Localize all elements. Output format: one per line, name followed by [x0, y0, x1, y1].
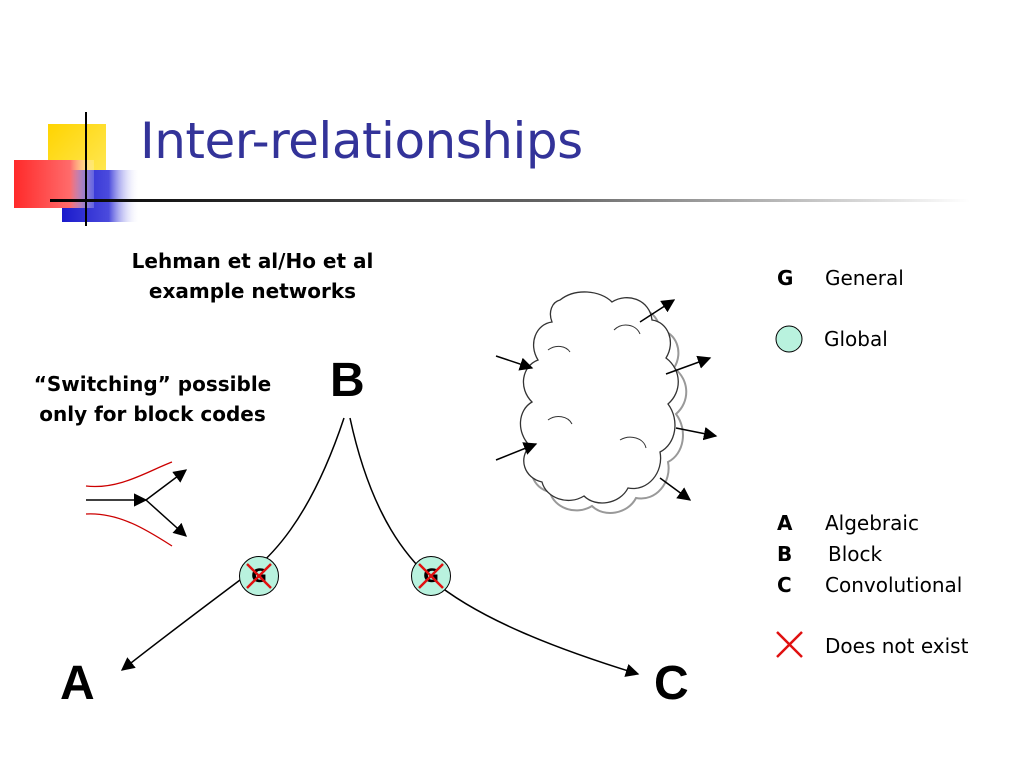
green-circle-icon — [775, 325, 803, 353]
cloud-out-arrow-2 — [665, 355, 712, 375]
switch-red-line-top — [85, 461, 173, 488]
legend-global-text: Global — [824, 327, 888, 351]
cloud-in-arrow-2 — [495, 442, 538, 461]
legend-block-key: B — [777, 542, 793, 566]
network-cloud-icon — [519, 291, 688, 514]
switching-diagram — [85, 461, 188, 547]
legend-convolutional-key: C — [777, 573, 792, 597]
node-a-label: A — [60, 657, 95, 710]
page-title: Inter-relationships — [140, 112, 583, 170]
node-c-label: C — [654, 657, 689, 710]
network-note: Lehman et al/Ho et al example networks — [131, 249, 374, 303]
switching-note: “Switching” possible only for block code… — [33, 372, 272, 426]
cloud-out-arrow-1 — [639, 299, 676, 323]
legend-block-text: Block — [828, 542, 883, 566]
cross-icon — [246, 563, 272, 589]
legend-general-text: General — [825, 266, 904, 290]
cloud-out-arrow-4 — [659, 477, 692, 501]
cross-icon — [418, 563, 444, 589]
edge-b-to-a — [120, 417, 345, 671]
switch-black-down — [145, 499, 188, 537]
title-underline — [50, 199, 970, 202]
legend-algebraic-text: Algebraic — [825, 511, 919, 535]
cloud-out-arrow-3 — [675, 426, 718, 441]
legend-general-key: G — [777, 266, 794, 290]
legend-convolutional-text: Convolutional — [825, 573, 963, 597]
switch-red-line-bottom — [85, 513, 173, 547]
switch-black-up — [145, 469, 188, 501]
cross-icon — [776, 631, 803, 658]
cloud-in-arrow-1 — [495, 355, 534, 371]
legend-algebraic-key: A — [777, 511, 793, 535]
node-b-label: B — [330, 354, 365, 407]
legend-does-not-exist-text: Does not exist — [825, 634, 969, 658]
